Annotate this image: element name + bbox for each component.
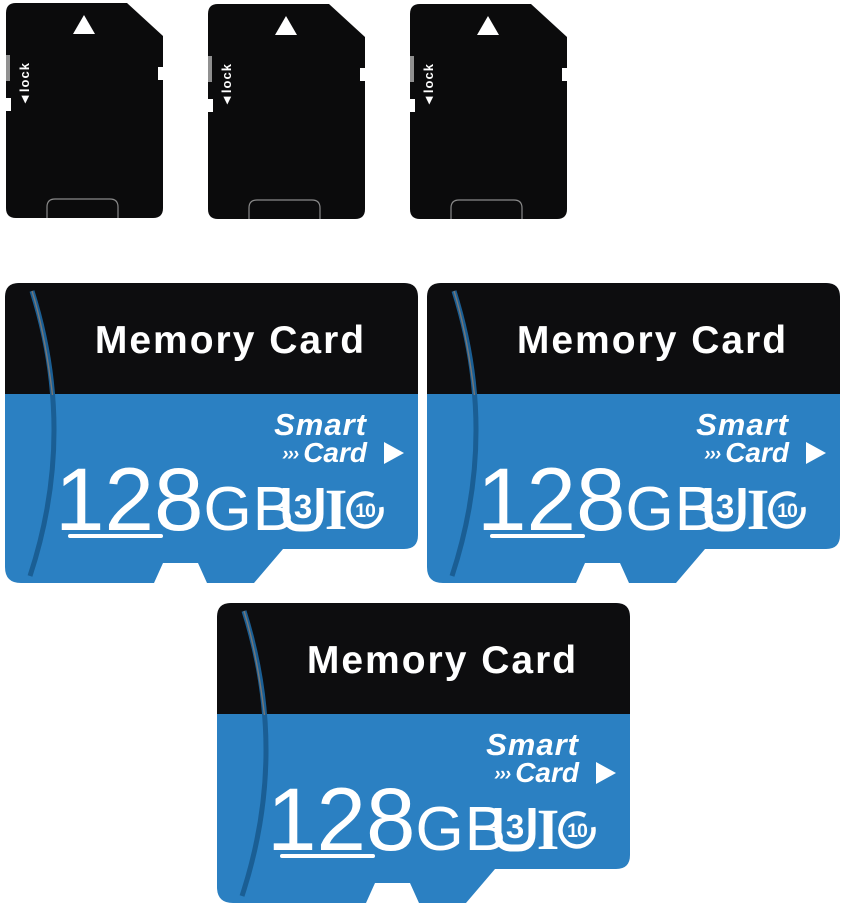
class-10-circle-icon [768,491,806,529]
right-edge-notch [562,68,567,81]
capacity-value: 128 [267,769,416,869]
lock-label: ◄lock [17,62,32,106]
lock-slider-icon [208,56,212,82]
sd-adapter-body [410,4,567,219]
speed-badges: 3 I 10 [494,805,596,855]
uhs-speed-class-value: 3 [716,488,734,525]
card-title: Memory Card [516,319,789,362]
brand-name-bottom: ›››Card [274,439,367,468]
up-arrow-icon [477,16,499,35]
speed-badges: 3 I 10 [282,485,384,535]
lock-slider-icon [6,55,10,81]
edge-highlight-curve [243,610,266,716]
lock-label: ◄lock [421,63,436,107]
lock-notch [6,98,11,111]
uhs-speed-class-icon [494,808,536,852]
lock-label: ◄lock [219,63,234,107]
class-10-value: 10 [567,820,588,842]
lock-notch [410,99,415,112]
class-10-circle-icon [346,491,384,529]
lock-notch [208,99,213,112]
microsd-body [427,283,840,583]
card-black-header [217,603,630,714]
capacity-unit: GB [203,475,296,544]
uhs-bus-interface: I [537,805,560,855]
microsd-body [217,603,630,903]
brand-word: Card [515,757,579,788]
chevrons-icon: ››› [494,764,511,785]
class-10-value: 10 [777,500,798,522]
capacity-underline [490,534,585,538]
sd-adapter-2: ◄lock [208,4,365,219]
brand-name-top: Smart [486,727,579,762]
brand-word: Card [303,437,367,468]
right-edge-notch [360,68,365,81]
uhs-speed-class-icon [282,488,324,532]
brand-logo: Smart ›››Card [274,407,367,468]
speed-badges: 3 I 10 [704,485,806,535]
lock-slider-icon [410,56,414,82]
adapter-silhouette [6,3,163,218]
microsd-slot-outline [46,198,119,218]
microsd-body [5,283,418,583]
brand-name-bottom: ›››Card [696,439,789,468]
card-title: Memory Card [94,319,367,362]
chevrons-icon: ››› [704,444,721,465]
brand-logo: Smart ›››Card [696,407,789,468]
sd-adapter-1: ◄lock [6,3,163,218]
card-black-header [427,283,840,394]
card-black-header [5,283,418,394]
uhs-bus-interface: I [747,485,770,535]
uhs-speed-class-value: 3 [294,488,312,525]
right-edge-notch [158,67,163,80]
brand-name-top: Smart [274,407,367,442]
class-10-value: 10 [355,500,376,522]
brand-logo: Smart ›››Card [486,727,579,788]
edge-highlight-curve [453,290,476,396]
sd-adapter-body [6,3,163,218]
card-title: Memory Card [306,639,579,682]
capacity-unit: GB [625,475,718,544]
class-10-circle-icon [558,811,596,849]
brand-name-bottom: ›››Card [486,759,579,788]
capacity-underline [68,534,163,538]
play-arrow-icon [384,442,404,464]
play-arrow-icon [596,762,616,784]
capacity-value: 128 [55,449,204,549]
microsd-slot-outline [450,199,523,219]
capacity-unit: GB [415,795,508,864]
adapter-silhouette [410,4,567,219]
sd-adapter-body [208,4,365,219]
uhs-speed-class-value: 3 [506,808,524,845]
adapter-silhouette [208,4,365,219]
chevrons-icon: ››› [282,444,299,465]
microsd-slot-outline [248,199,321,219]
uhs-bus-interface: I [325,485,348,535]
brand-word: Card [725,437,789,468]
up-arrow-icon [275,16,297,35]
capacity-underline [280,854,375,858]
sd-adapter-3: ◄lock [410,4,567,219]
edge-highlight-curve [31,290,54,396]
capacity-value: 128 [477,449,626,549]
brand-name-top: Smart [696,407,789,442]
up-arrow-icon [73,15,95,34]
play-arrow-icon [806,442,826,464]
uhs-speed-class-icon [704,488,746,532]
